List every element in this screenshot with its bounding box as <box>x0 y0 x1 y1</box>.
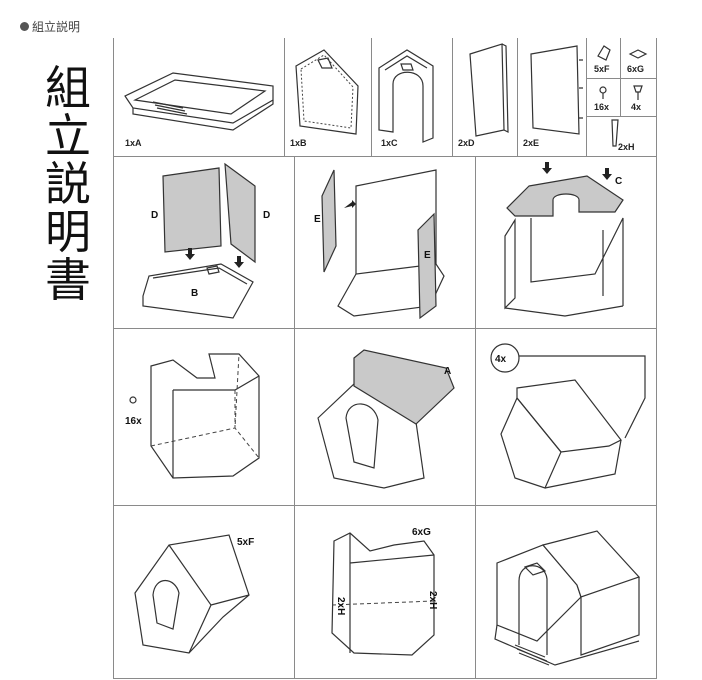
grid-divider <box>517 38 518 156</box>
step-label: E <box>424 250 431 261</box>
front-wall-part-icon <box>378 49 434 143</box>
part-cell-a: 1xA <box>113 38 284 156</box>
part-label: 4x <box>631 102 642 112</box>
step-8: 6xG 2xH 2xH <box>294 505 475 678</box>
step-label: B <box>191 288 198 299</box>
part-label: 6xG <box>627 64 645 74</box>
title-char: 説 <box>45 157 91 211</box>
step-3-diagram: C <box>504 162 624 317</box>
large-screw-icon <box>633 85 643 100</box>
bullet-icon <box>20 22 29 31</box>
grid-divider <box>371 38 372 156</box>
step-4: 16x <box>113 328 294 505</box>
grid-divider <box>113 505 657 506</box>
step-3: C <box>475 156 656 328</box>
step-2: E E <box>294 156 475 328</box>
vertical-title: 組 立 説 明 書 <box>40 64 96 304</box>
part-cell-h: 2xH <box>586 116 656 156</box>
step-label: D <box>151 210 158 221</box>
part-cell-large-screw: 4x <box>620 78 656 116</box>
part-label: 2xH <box>618 142 635 152</box>
grid-border <box>113 678 657 679</box>
step-5: A <box>294 328 475 505</box>
section-header: 組立説明 <box>20 18 80 35</box>
step-6-diagram: 4x <box>490 343 646 489</box>
part-cell-g: 6xG <box>620 38 656 78</box>
part-label: 1xB <box>290 138 307 148</box>
section-title: 組立説明 <box>32 20 81 34</box>
grid-divider <box>284 38 285 156</box>
part-cell-d: 2xD <box>452 38 517 156</box>
grid-border <box>113 38 114 679</box>
step-1-diagram: D D B <box>142 162 270 319</box>
step-1: D D B <box>113 156 294 328</box>
step-2-diagram: E E <box>314 169 445 320</box>
grid-divider <box>586 78 656 79</box>
part-label: 2xD <box>458 138 475 148</box>
step-label: E <box>314 214 321 225</box>
step-4-diagram: 16x <box>125 353 260 479</box>
step-7-diagram: 5xF <box>134 534 254 654</box>
part-label: 16x <box>594 102 610 112</box>
part-cell-c: 1xC <box>371 38 452 156</box>
step-6: 4x <box>475 328 656 505</box>
part-label: 5xF <box>594 64 610 74</box>
step-9 <box>475 505 656 678</box>
part-cell-f: 5xF <box>586 38 620 78</box>
pin-icon <box>611 119 619 147</box>
grid-divider <box>113 156 657 157</box>
grid-divider <box>475 156 476 679</box>
title-char: 書 <box>45 253 91 307</box>
side-panel-part-icon <box>469 43 509 137</box>
step-5-diagram: A <box>317 349 455 489</box>
step-label: D <box>263 210 270 221</box>
part-cell-b: 1xB <box>284 38 371 156</box>
step-7: 5xF <box>113 505 294 678</box>
step-label: 16x <box>125 416 142 427</box>
step-8-diagram: 6xG 2xH 2xH <box>331 527 438 656</box>
grid-divider <box>452 38 453 156</box>
finished-doghouse-illustration <box>494 530 641 666</box>
part-label: 1xC <box>381 138 398 148</box>
step-label: 2xH <box>427 591 438 609</box>
small-screw-icon <box>599 86 607 99</box>
step-label: 5xF <box>237 537 254 548</box>
clip-icon <box>597 45 611 61</box>
part-cell-small-screw: 16x <box>586 78 620 116</box>
title-char: 明 <box>45 205 91 259</box>
floor-part-icon <box>295 49 359 135</box>
part-cell-e: 2xE <box>517 38 586 156</box>
grid-divider <box>586 38 587 156</box>
title-char: 組 <box>45 61 91 115</box>
step-label: 4x <box>495 354 507 365</box>
instruction-grid: 1xA 1xB 1xC 2xD 2xE <box>113 38 657 679</box>
step-label: 2xH <box>335 597 346 615</box>
grid-divider <box>586 116 656 117</box>
part-label: 1xA <box>125 138 142 148</box>
step-label: A <box>444 366 451 377</box>
title-char: 立 <box>45 109 91 163</box>
step-label: 6xG <box>412 527 431 538</box>
side-panel-tabs-part-icon <box>530 45 583 135</box>
grid-border <box>656 38 657 679</box>
grid-divider <box>113 328 657 329</box>
part-label: 2xE <box>523 138 540 148</box>
roof-part-icon <box>124 72 274 131</box>
step-label: C <box>615 176 622 187</box>
grid-divider <box>620 38 621 116</box>
bracket-icon <box>628 49 648 59</box>
grid-divider <box>294 156 295 679</box>
